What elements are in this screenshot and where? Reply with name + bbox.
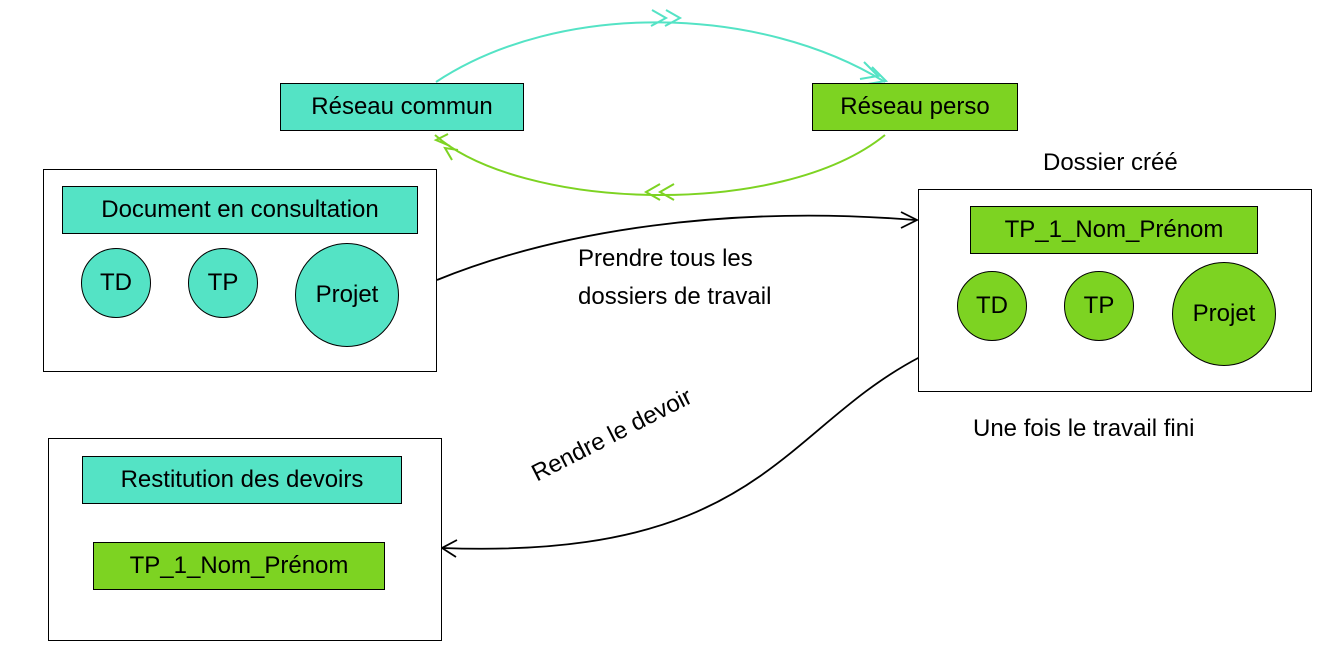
created-projet-circle: Projet (1172, 262, 1276, 366)
take-folders-line-2: dossiers de travail (578, 283, 772, 310)
restitution-folder-label: TP_1_Nom_Prénom (129, 552, 349, 579)
restitution-folder-box: TP_1_Nom_Prénom (93, 542, 385, 590)
created-folder-box: TP_1_Nom_Prénom (970, 206, 1258, 254)
created-folder-label: TP_1_Nom_Prénom (1004, 216, 1224, 243)
shared-network-box: Réseau commun (280, 83, 524, 131)
created-projet-label: Projet (1192, 300, 1256, 327)
restitution-title-box: Restitution des devoirs (82, 456, 402, 504)
consultation-title: Document en consultation (101, 196, 379, 223)
consultation-td-circle: TD (81, 248, 151, 318)
arrowhead-shared-end (859, 61, 889, 85)
created-td-label: TD (976, 292, 1008, 319)
arrow-take-folders (436, 214, 916, 281)
created-td-circle: TD (957, 271, 1027, 341)
take-folders-line-1: Prendre tous les (578, 245, 753, 272)
arrow-personal-to-shared (434, 134, 886, 197)
arrow-return-homework (441, 356, 921, 550)
personal-network-box: Réseau perso (812, 83, 1018, 131)
restitution-title: Restitution des devoirs (120, 466, 364, 493)
arrowhead-take-folders (900, 211, 920, 229)
take-folders-label: Prendre tous les dossiers de travail (578, 240, 771, 316)
consultation-projet-label: Projet (315, 281, 379, 308)
arrowhead-shared-mid (650, 9, 683, 27)
consultation-title-box: Document en consultation (62, 186, 418, 234)
consultation-projet-circle: Projet (295, 243, 399, 347)
created-tp-label: TP (1083, 292, 1115, 319)
arrowhead-return-homework (440, 539, 458, 558)
consultation-td-label: TD (100, 269, 132, 296)
created-caption: Dossier créé (1043, 149, 1178, 176)
arrowhead-personal-mid (643, 183, 675, 201)
arrowhead-personal-end (433, 133, 459, 161)
created-tp-circle: TP (1064, 271, 1134, 341)
consultation-tp-label: TP (207, 269, 239, 296)
personal-network-label: Réseau perso (840, 93, 990, 120)
shared-network-label: Réseau commun (311, 93, 493, 120)
consultation-tp-circle: TP (188, 248, 258, 318)
arrow-shared-to-personal (435, 21, 886, 83)
created-footer: Une fois le travail fini (973, 415, 1195, 442)
